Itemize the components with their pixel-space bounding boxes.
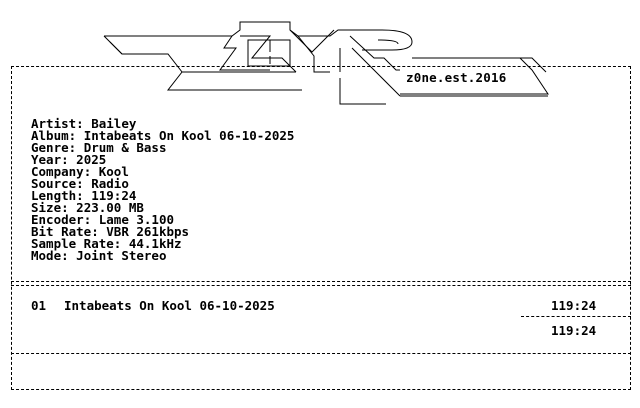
info-sample-rate: Sample Rate: 44.1kHz — [31, 236, 182, 251]
frame-left-border — [11, 66, 12, 390]
divider-before-tracks — [11, 285, 631, 286]
info-year: Year: 2025 — [31, 152, 107, 167]
release-info: Artist: Bailey Album: Intabeats On Kool … — [31, 116, 295, 263]
track-duration: 119:24 — [551, 298, 597, 313]
info-length: Length: 119:24 — [31, 188, 137, 203]
info-album: Album: Intabeats On Kool 06-10-2025 — [31, 128, 295, 143]
total-separator — [521, 316, 631, 317]
divider-footer — [11, 389, 631, 390]
frame-top-rule — [11, 66, 631, 67]
frame-right-border — [630, 66, 631, 390]
info-artist: Artist: Bailey — [31, 116, 137, 131]
info-company: Company: Kool — [31, 164, 129, 179]
divider-after-info — [11, 281, 631, 282]
release-tagline: z0ne.est.2016 — [406, 70, 507, 85]
info-source: Source: Radio — [31, 176, 129, 191]
divider-after-tracks — [11, 353, 631, 354]
total-duration: 119:24 — [551, 323, 597, 338]
info-mode: Mode: Joint Stereo — [31, 248, 167, 263]
info-bit-rate: Bit Rate: VBR 261kbps — [31, 224, 190, 239]
info-size: Size: 223.00 MB — [31, 200, 144, 215]
zone-logo — [103, 21, 549, 105]
info-genre: Genre: Drum & Bass — [31, 140, 167, 155]
info-encoder: Encoder: Lame 3.100 — [31, 212, 175, 227]
track-title: Intabeats On Kool 06-10-2025 — [64, 298, 275, 313]
track-number: 01 — [31, 298, 47, 313]
